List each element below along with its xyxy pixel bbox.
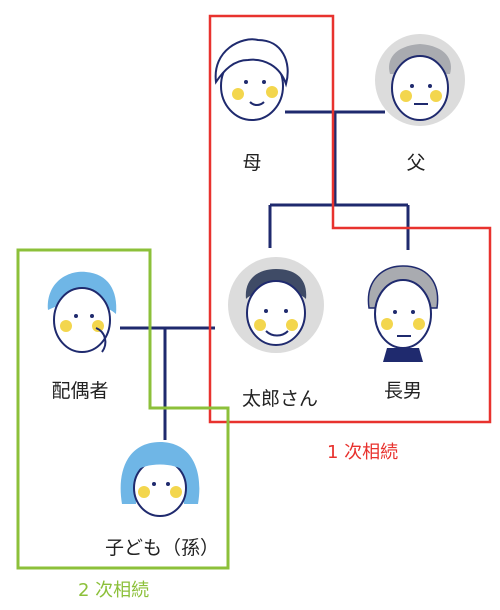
spouse-avatar: [47, 271, 117, 353]
taro-avatar: [228, 257, 324, 353]
label-eldest-son: 長男: [383, 380, 423, 402]
caption-second-inheritance: 2 次相続: [78, 580, 150, 601]
caption-first-inheritance: 1 次相続: [327, 442, 399, 463]
mother-avatar: [214, 38, 289, 121]
grandchild-avatar: [120, 442, 200, 517]
label-mother: 母: [242, 152, 262, 174]
eldest-son-avatar: [367, 265, 439, 362]
label-spouse: 配偶者: [51, 380, 109, 402]
father-avatar: [375, 34, 465, 126]
label-father: 父: [406, 152, 426, 174]
second-inheritance-border: [16, 248, 230, 570]
first-inheritance-border: [208, 14, 492, 424]
mother-hair: [214, 38, 289, 88]
label-grandchild: 子ども（孫）: [104, 537, 220, 559]
label-taro: 太郎さん: [241, 388, 319, 410]
